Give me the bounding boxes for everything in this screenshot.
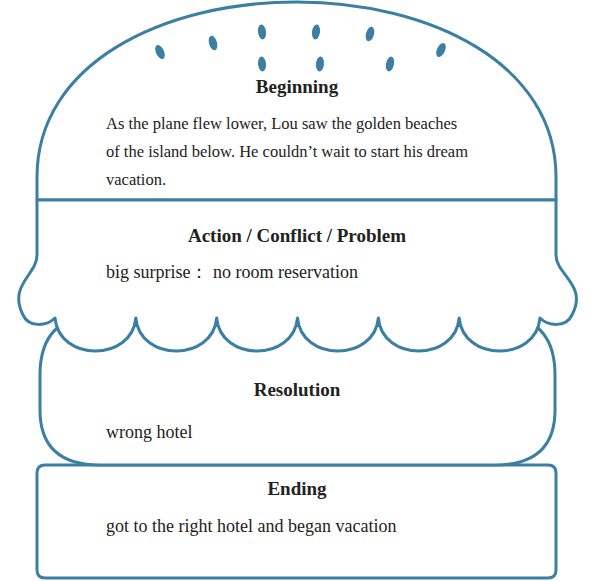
- top-bun: Beginning As the plane flew lower, Lou sa…: [37, 2, 556, 200]
- section-text: got to the right hotel and began vacatio…: [106, 511, 536, 542]
- section-text: big surprise： no room reservation: [106, 257, 506, 288]
- section-heading: Action / Conflict / Problem: [188, 225, 406, 247]
- section-text: As the plane flew lower, Lou saw the gol…: [106, 110, 474, 194]
- lettuce-layer: Action / Conflict / Problem big surprise：…: [18, 200, 578, 365]
- lettuce-layer-outline: [18, 200, 578, 365]
- section-heading: Ending: [267, 478, 326, 500]
- section-heading: Beginning: [256, 76, 338, 98]
- section-heading: Resolution: [254, 379, 341, 401]
- section-text: wrong hotel: [106, 417, 506, 448]
- bottom-bun: Ending got to the right hotel and began v…: [37, 465, 556, 578]
